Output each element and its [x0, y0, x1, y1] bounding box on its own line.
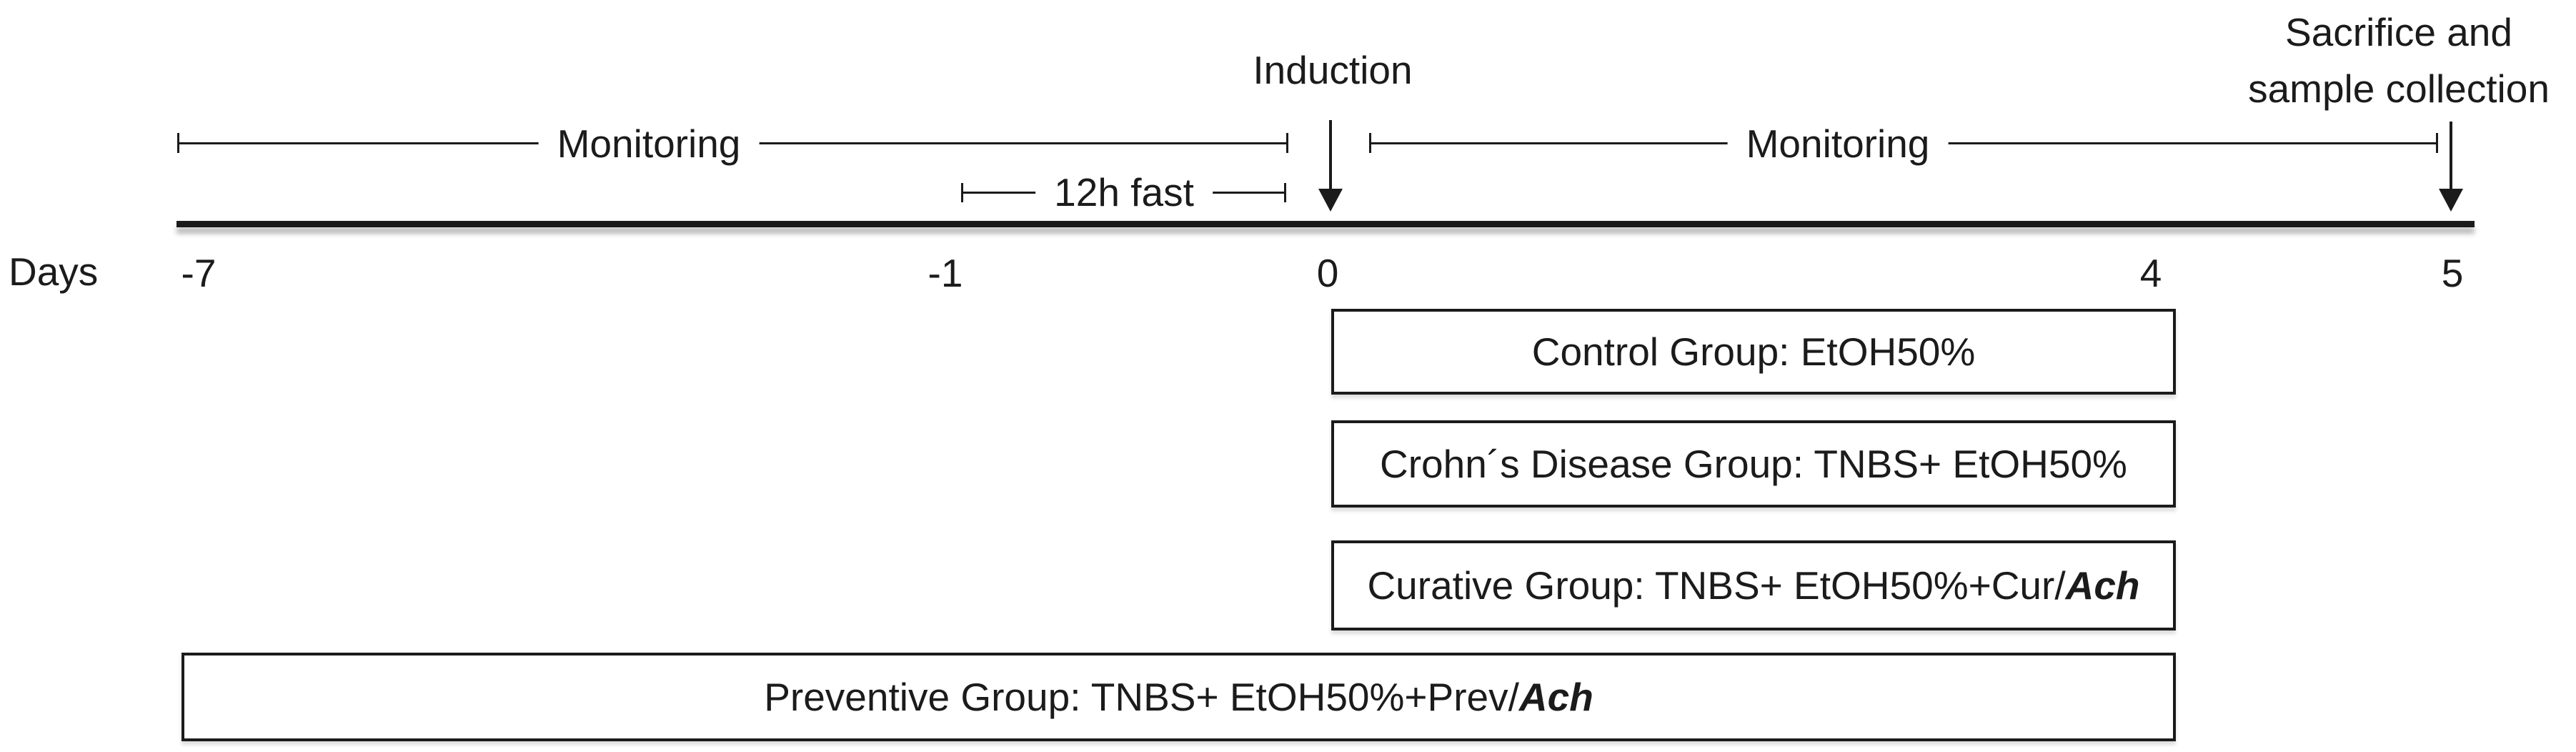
days-axis-label: Days	[9, 249, 99, 294]
day-tick-4: 4	[2139, 251, 2162, 295]
day-tick-minus7: -7	[181, 251, 217, 295]
induction-arrow-line	[1329, 120, 1332, 190]
monitoring-right-label: Monitoring	[1727, 122, 1949, 166]
sacrifice-down-arrowhead-icon	[2439, 189, 2463, 212]
day-tick-minus1: -1	[928, 251, 963, 295]
induction-down-arrowhead-icon	[1318, 189, 1343, 212]
fast-bracket-start-tick	[961, 183, 963, 202]
group-box-crohns-disease: Crohn´s Disease Group: TNBS+ EtOH50%	[1331, 420, 2176, 508]
timeline-bar	[176, 221, 2475, 227]
group-box-crohns-disease-label: Crohn´s Disease Group: TNBS+ EtOH50%	[1380, 442, 2127, 486]
group-box-curative-italic: Ach	[2065, 563, 2140, 608]
monitoring-right-bracket-end-tick	[2436, 133, 2438, 153]
group-box-curative: Curative Group: TNBS+ EtOH50%+Cur/Ach	[1331, 540, 2176, 630]
sacrifice-arrow-line	[2450, 122, 2452, 190]
group-box-preventive-italic: Ach	[1518, 675, 1593, 719]
sacrifice-label-line2: sample collection	[2248, 66, 2550, 111]
group-box-curative-label: Curative Group: TNBS+ EtOH50%+Cur/	[1367, 563, 2066, 608]
day-tick-0: 0	[1316, 251, 1339, 295]
fast-bracket-end-tick	[1284, 183, 1286, 202]
group-box-control: Control Group: EtOH50%	[1331, 309, 2176, 395]
monitoring-left-label: Monitoring	[538, 122, 760, 166]
group-box-preventive-label: Preventive Group: TNBS+ EtOH50%+Prev/	[764, 675, 1519, 719]
monitoring-left-bracket-end-tick	[1286, 133, 1288, 153]
induction-label: Induction	[1253, 48, 1413, 92]
group-box-control-label: Control Group: EtOH50%	[1531, 330, 1976, 374]
day-tick-5: 5	[2441, 251, 2464, 295]
monitoring-right-bracket-start-tick	[1369, 133, 1371, 153]
sacrifice-label-line1: Sacrifice and	[2285, 10, 2512, 54]
fast-window-label: 12h fast	[1035, 171, 1213, 214]
group-box-preventive: Preventive Group: TNBS+ EtOH50%+Prev/Ach	[181, 653, 2176, 741]
monitoring-left-bracket-start-tick	[177, 133, 179, 153]
sacrifice-label: Sacrifice and sample collection	[2248, 4, 2550, 117]
